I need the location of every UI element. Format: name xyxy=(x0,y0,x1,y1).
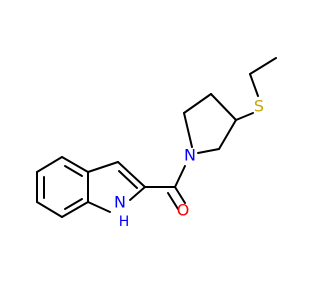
bond xyxy=(210,93,237,121)
bond xyxy=(36,156,63,173)
bond xyxy=(183,112,193,148)
double-bond-inner xyxy=(64,165,83,177)
molecule-structure: N H N O S xyxy=(36,57,277,230)
methylthio-group xyxy=(235,57,277,121)
bond xyxy=(174,165,186,188)
atom-label-h: H xyxy=(119,214,130,230)
bond xyxy=(87,161,119,173)
atom-label-nh: N xyxy=(114,193,126,212)
bond xyxy=(197,148,220,154)
bond xyxy=(61,156,89,173)
atom-label-s: S xyxy=(254,97,264,116)
bond xyxy=(249,57,277,75)
bond xyxy=(61,201,89,218)
benzene-ring xyxy=(36,156,89,218)
pyrrolidine-ring xyxy=(183,93,237,154)
bond xyxy=(218,119,237,150)
bond xyxy=(129,186,146,201)
bond xyxy=(117,161,146,188)
bond xyxy=(183,93,212,114)
double-bond-inner xyxy=(118,170,138,189)
atom-label-n: N xyxy=(184,146,196,165)
carbonyl-double-bond xyxy=(174,186,186,204)
pyrrole-ring xyxy=(87,161,146,213)
atom-label-o: O xyxy=(177,201,190,220)
carbonyl-double-bond xyxy=(167,192,179,210)
bond xyxy=(87,201,111,213)
double-bond-inner xyxy=(64,198,83,210)
bond xyxy=(36,201,63,218)
bond xyxy=(235,112,254,121)
carbonyl-group xyxy=(144,165,186,210)
bond xyxy=(249,73,259,97)
